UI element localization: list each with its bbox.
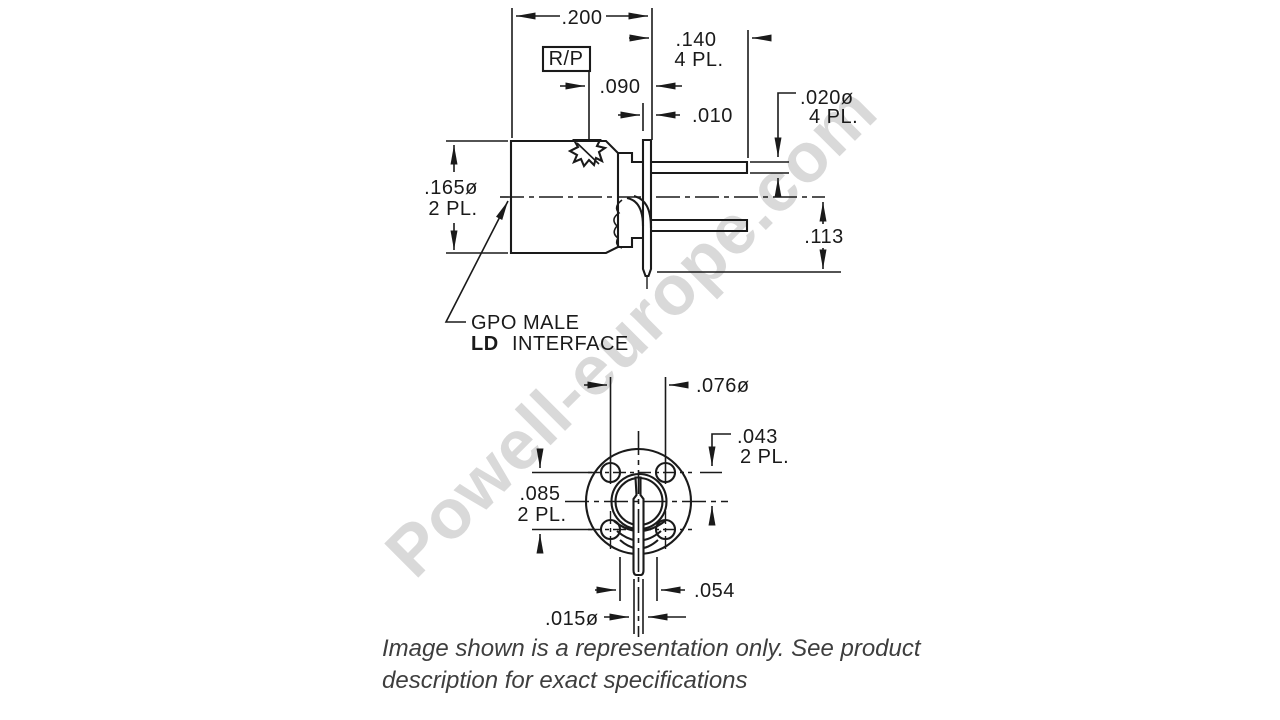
ld-label: LD	[471, 333, 499, 355]
front-view: .076ø .043 2 PL. .085 2 PL. .054 .015ø	[517, 375, 789, 637]
dim-label-113: .113	[804, 226, 843, 248]
bent-pin-curve	[626, 196, 645, 227]
dim-label-043: .043	[737, 426, 778, 448]
flange-geometry	[565, 431, 728, 637]
caption-line-1: Image shown is a representation only. Se…	[382, 635, 921, 662]
dim-label-010: .010	[692, 105, 733, 127]
knurl-feature	[567, 138, 608, 168]
dim-label-076: .076ø	[696, 375, 750, 397]
mounting-hole	[599, 518, 622, 541]
leader-020	[774, 92, 796, 157]
leader-gpo	[444, 200, 509, 323]
hub-step-top	[618, 151, 644, 164]
leader-043	[708, 433, 731, 466]
dimension-lines	[536, 381, 731, 621]
dim-label-015: .015ø	[545, 608, 599, 630]
mounting-hole	[599, 461, 622, 484]
dim-label-085: .085	[520, 483, 561, 505]
disclaimer-caption: Image shown is a representation only. Se…	[382, 633, 921, 697]
connector-geometry	[509, 45, 749, 278]
bent-pin-curve	[633, 194, 653, 229]
dim-label-020-pl: 4 PL.	[809, 106, 858, 128]
extension-lines	[532, 377, 722, 634]
dim-label-020: .020ø	[800, 87, 854, 109]
dim-label-140: .140	[676, 29, 717, 51]
pin-bottom	[651, 218, 749, 233]
dim-label-165: .165ø	[424, 177, 478, 199]
mounting-hole	[654, 518, 677, 541]
dimension-lines	[444, 12, 827, 323]
caption-line-2: description for exact specifications	[382, 667, 748, 694]
extension-lines	[446, 8, 841, 273]
pin-top	[651, 160, 749, 175]
dim-label-165-pl: 2 PL.	[428, 198, 477, 220]
dim-label-054: .054	[694, 580, 735, 602]
interface-label: INTERFACE	[512, 333, 629, 355]
gpo-male-label: GPO MALE	[471, 312, 579, 334]
dim-label-140-pl: 4 PL.	[674, 49, 723, 71]
break-line	[613, 199, 623, 249]
rp-label: R/P	[549, 48, 584, 70]
side-view: .200 .140 4 PL. .090 .010 .020ø 4 PL. .1…	[424, 7, 858, 355]
dim-label-043-pl: 2 PL.	[740, 446, 789, 468]
knurl-hatch	[576, 142, 600, 165]
dim-label-200: .200	[562, 7, 603, 29]
dim-label-090: .090	[600, 76, 641, 98]
dim-label-085-pl: 2 PL.	[517, 504, 566, 526]
rp-flag-box	[541, 45, 592, 73]
hub-step-bottom	[618, 236, 644, 249]
mounting-hole	[654, 461, 677, 484]
